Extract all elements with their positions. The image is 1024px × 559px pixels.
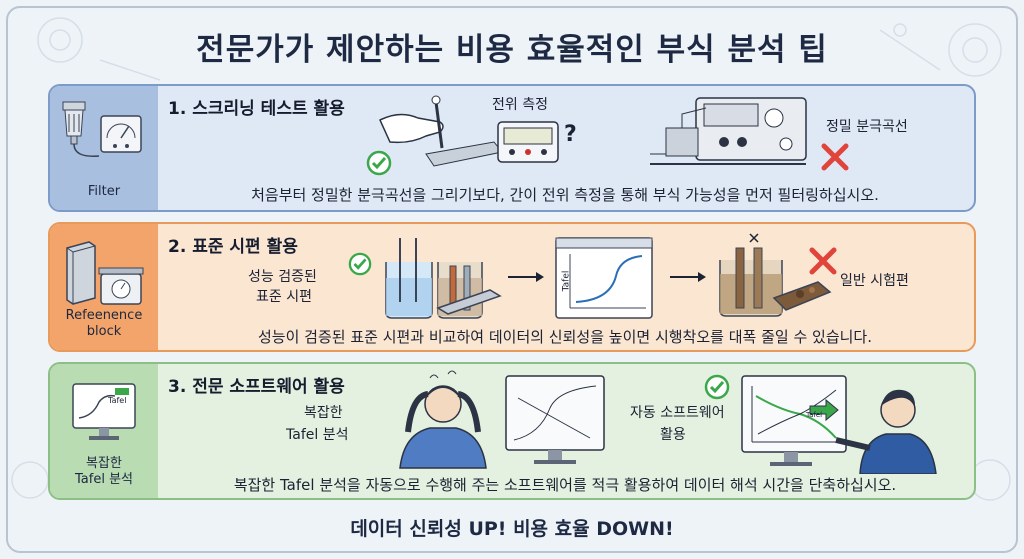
monitor-icon-text: Tafel: [108, 396, 127, 405]
section-screening-test: Filter 1. 스크리닝 테스트 활용 전위 측정 ? 정밀 분극곡선 처음…: [48, 84, 976, 212]
label-general-specimen: 일반 시험편: [840, 273, 909, 289]
monitor-icon: [72, 383, 136, 440]
check-icon: [366, 150, 392, 176]
label-complex-tafel-2: Tafel 분석: [286, 427, 349, 443]
check-icon: [348, 252, 372, 276]
software-user-illustration: [741, 375, 937, 474]
potentiostat-illustration: [650, 97, 807, 165]
section-2-side-panel: Refeenence block: [50, 224, 158, 350]
arrow-icon: [670, 272, 706, 282]
section-3-side-label-2: Tafel 분석: [75, 472, 133, 487]
section-reference-block: Refeenence block 2. 표준 시편 활용 성능 검증된 표준 시…: [48, 222, 976, 352]
section-1-side-panel: Filter: [50, 86, 158, 210]
footer-slogan: 데이터 신뢰성 UP! 비용 효율 DOWN!: [350, 518, 674, 540]
section-2-caption: 성능이 검증된 표준 시편과 비교하여 데이터의 신뢰성을 높이면 시행착오를 …: [258, 328, 872, 346]
label-potential-measurement: 전위 측정: [492, 97, 548, 113]
page-title: 전문가가 제안하는 비용 효율적인 부식 분석 팁: [196, 32, 828, 68]
section-3-heading: 3. 전문 소프트웨어 활용: [168, 377, 345, 397]
section-software: Tafel 복잡한 Tafel 분석 3. 전문 소프트웨어 활용 복잡한 Ta…: [48, 362, 976, 500]
label-auto-software-2: 활용: [660, 427, 686, 443]
arrow-icon: [508, 272, 544, 282]
filter-icon: [62, 101, 142, 157]
section-2-side-label-2: block: [86, 324, 122, 339]
check-icon: [704, 374, 730, 400]
section-3-side-panel: Tafel 복잡한 Tafel 분석: [50, 364, 158, 498]
label-verified-specimen-2: 표준 시편: [256, 289, 312, 305]
section-3-side-label-1: 복잡한: [86, 456, 122, 471]
label-verified-specimen-1: 성능 검증된: [248, 269, 317, 285]
software-screen-text: Tafel: [806, 411, 823, 419]
tafel-graph-window: [555, 237, 653, 319]
potentiometer-icon: [497, 121, 559, 163]
label-complex-tafel-1: 복잡한: [304, 405, 343, 421]
reference-block-icon: [66, 241, 144, 305]
label-auto-software-1: 자동 소프트웨어: [630, 405, 725, 421]
graph-axis-label: Tafel: [561, 270, 572, 292]
standard-specimen-plate: [436, 289, 502, 315]
cross-icon: [809, 247, 837, 275]
label-question-mark: ?: [564, 122, 577, 147]
stressed-person-illustration: [399, 370, 605, 469]
corroded-specimen-illustration: [719, 233, 832, 317]
section-2-heading: 2. 표준 시편 활용: [168, 237, 298, 257]
cross-icon: [821, 143, 849, 171]
outer-frame: [6, 6, 1018, 553]
section-2-side-label-1: Refeenence: [65, 308, 143, 323]
section-1-heading: 1. 스크리닝 테스트 활용: [168, 99, 345, 119]
label-precise-polarization-curve: 정밀 분극곡선: [826, 119, 908, 135]
section-1-caption: 처음부터 정밀한 분극곡선을 그리기보다, 간이 전위 측정을 통해 부식 가능…: [251, 186, 879, 204]
section-3-caption: 복잡한 Tafel 분석을 자동으로 수행해 주는 소프트웨어를 적극 활용하여…: [233, 476, 897, 494]
section-1-side-label: Filter: [87, 184, 121, 199]
